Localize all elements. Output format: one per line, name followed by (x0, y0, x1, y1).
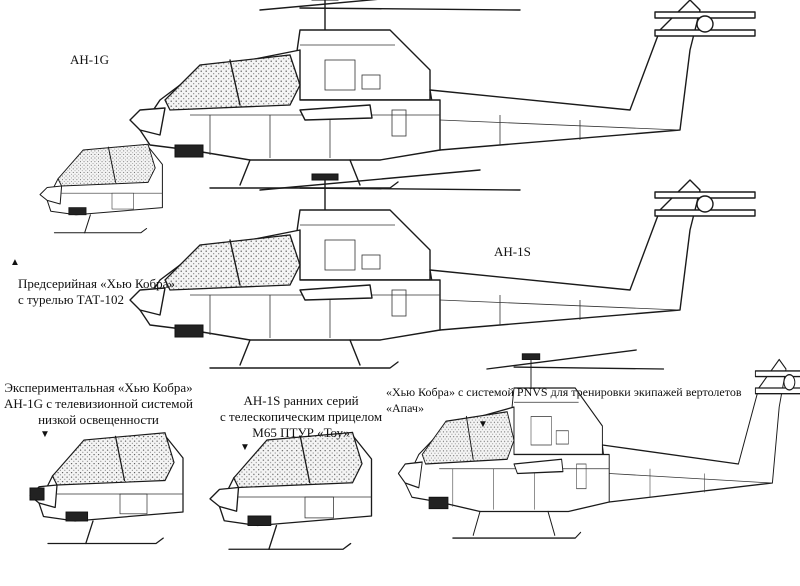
label-preseries: Предсерийная «Хью Кобра» с турелью ТАТ-1… (18, 276, 175, 307)
up-triangle-marker: ▲ (10, 257, 20, 268)
label-ah1s: AH-1S (494, 244, 531, 259)
label-early-ah1s: AH-1S ранних серий с телескопическим при… (220, 393, 383, 440)
down-triangle-marker: ▼ (240, 442, 250, 453)
label-experimental: Экспериментальная «Хью Кобра» AH-1G с те… (4, 380, 193, 427)
down-triangle-marker: ▼ (40, 429, 50, 440)
down-triangle-marker: ▼ (478, 419, 488, 430)
label-pnvs: «Хью Кобра» с системой PNVS для трениров… (386, 385, 742, 415)
label-ah1g: AH-1G (70, 52, 109, 67)
